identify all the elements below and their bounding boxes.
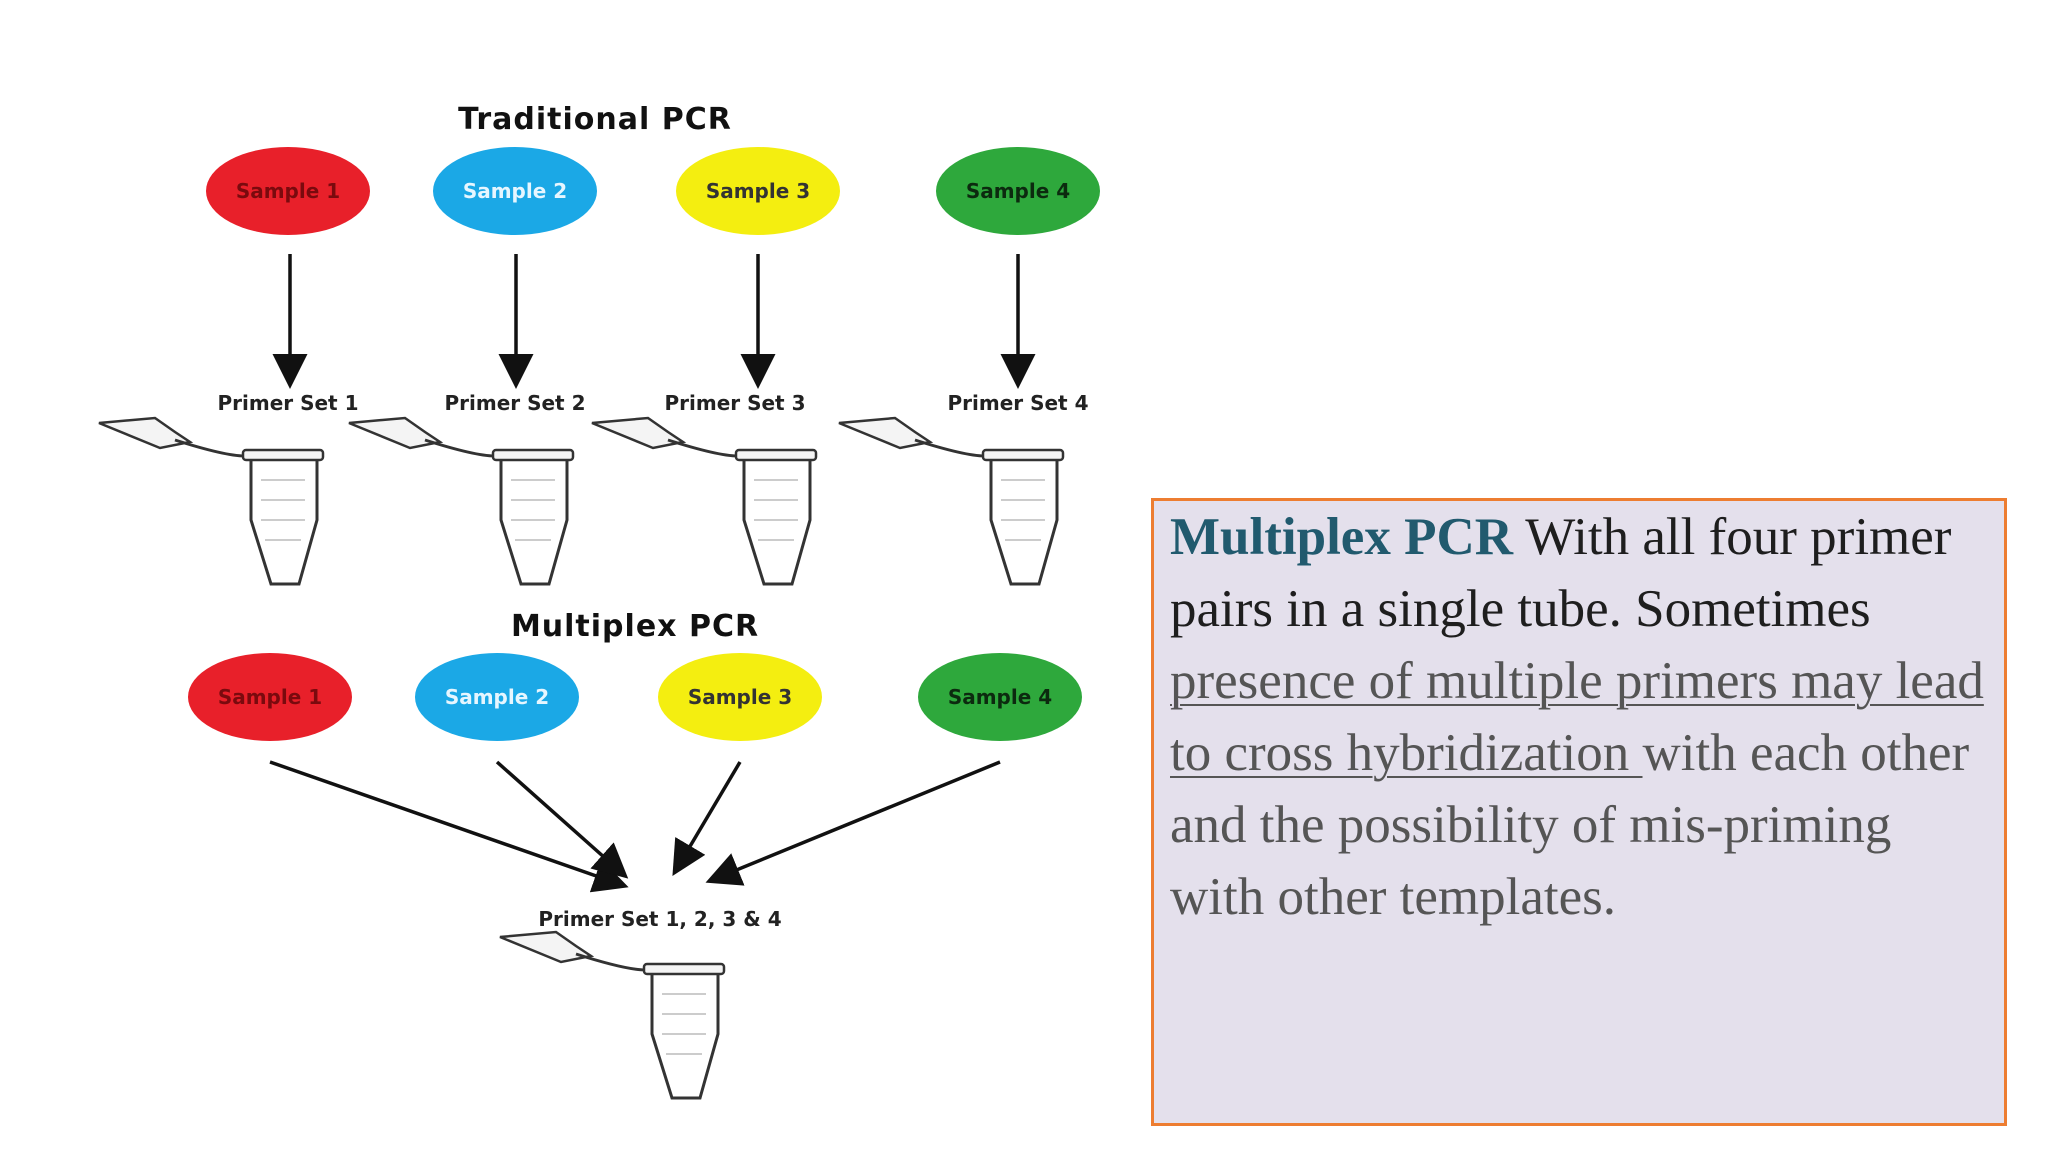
multiplex-tube (499, 930, 726, 1100)
multiplex-arrow-4 (705, 760, 1001, 886)
primer-set-4-label: Primer Set 4 (947, 391, 1088, 415)
textbox-heading: Multiplex PCR (1170, 508, 1513, 566)
textbox-text-part-1: With all four primer pairs in a single t… (1170, 508, 1952, 638)
traditional-pcr-title: Traditional PCR (458, 102, 732, 137)
sample-2-label: Sample 2 (463, 179, 567, 203)
sample-4-label: Sample 4 (966, 179, 1070, 203)
multiplex-arrow-3 (672, 761, 742, 877)
multiplex-description-box: Multiplex PCR With all four primer pairs… (1151, 498, 2007, 1126)
sample-3-label: Sample 3 (706, 179, 810, 203)
primer-set-1-label: Primer Set 1 (217, 391, 358, 415)
multiplex-sample-1-circle: Sample 1 (188, 653, 352, 741)
multiplex-samples: Sample 1 Sample 2 Sample 3 Sample 4 (188, 653, 1082, 741)
sample-1-label: Sample 1 (236, 179, 340, 203)
primer-set-3-label: Primer Set 3 (664, 391, 805, 415)
multiplex-primer-set-label: Primer Set 1, 2, 3 & 4 (538, 907, 781, 931)
tube-1 (98, 416, 325, 586)
multiplex-sample-2-circle: Sample 2 (415, 653, 579, 741)
multiplex-sample-1-label: Sample 1 (218, 685, 322, 709)
textbox-text-part-2: with each other and the possibility of m… (1170, 724, 1970, 926)
traditional-samples: Sample 1 Sample 2 Sample 3 Sample 4 (206, 147, 1100, 235)
sample-3-circle: Sample 3 (676, 147, 840, 235)
sample-2-circle: Sample 2 (433, 147, 597, 235)
sample-4-circle: Sample 4 (936, 147, 1100, 235)
pcr-diagram: Traditional PCR Sample 1 Sample 2 Sample… (98, 102, 1100, 1100)
traditional-arrows (272, 254, 1036, 389)
multiplex-sample-3-label: Sample 3 (688, 685, 792, 709)
multiplex-sample-4-label: Sample 4 (948, 685, 1052, 709)
multiplex-sample-3-circle: Sample 3 (658, 653, 822, 741)
multiplex-sample-2-label: Sample 2 (445, 685, 549, 709)
multiplex-arrow-1 (269, 760, 629, 893)
traditional-primer-labels: Primer Set 1 Primer Set 2 Primer Set 3 P… (217, 391, 1088, 415)
tube-4 (838, 416, 1065, 586)
sample-1-circle: Sample 1 (206, 147, 370, 235)
multiplex-arrow-2 (495, 760, 629, 879)
textbox-underlined-text: presence of multiple primers may lead to… (1170, 652, 1984, 782)
multiplex-sample-4-circle: Sample 4 (918, 653, 1082, 741)
primer-set-2-label: Primer Set 2 (444, 391, 585, 415)
multiplex-pcr-title: Multiplex PCR (511, 609, 759, 644)
tube-3 (591, 416, 818, 586)
tube-2 (348, 416, 575, 586)
multiplex-arrows (269, 760, 1001, 893)
